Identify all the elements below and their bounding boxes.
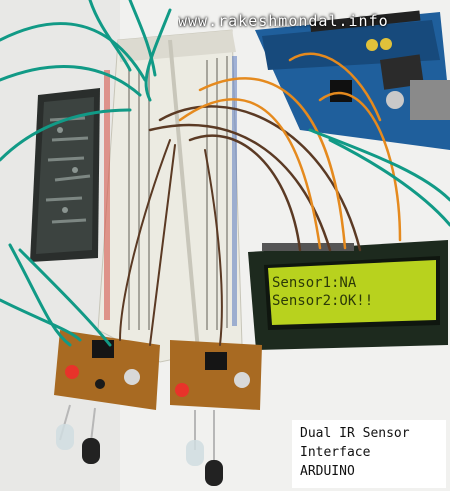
lcd-line-sensor1: Sensor1:NA: [272, 275, 357, 291]
breadboard: [97, 29, 243, 363]
arduino-board: [255, 10, 450, 150]
caption-line-2: Interface: [300, 445, 371, 460]
caption-box: Dual IR Sensor Interface ARDUINO: [292, 420, 446, 488]
lcd-line-sensor2: Sensor2:OK!!: [272, 293, 374, 309]
caption-line-3: ARDUINO: [300, 464, 355, 479]
watermark-url: www.rakeshmondal.info: [178, 12, 389, 30]
lcd-module: [248, 240, 448, 350]
pcb-sheet: [30, 88, 100, 262]
ir-sensor-board-2: [170, 340, 262, 486]
caption-line-1: Dual IR Sensor: [300, 426, 410, 441]
ir-sensor-board-1: [54, 330, 160, 464]
wires: [0, 0, 450, 347]
lcd-display: Sensor1:NA Sensor2:OK!!: [272, 272, 432, 312]
